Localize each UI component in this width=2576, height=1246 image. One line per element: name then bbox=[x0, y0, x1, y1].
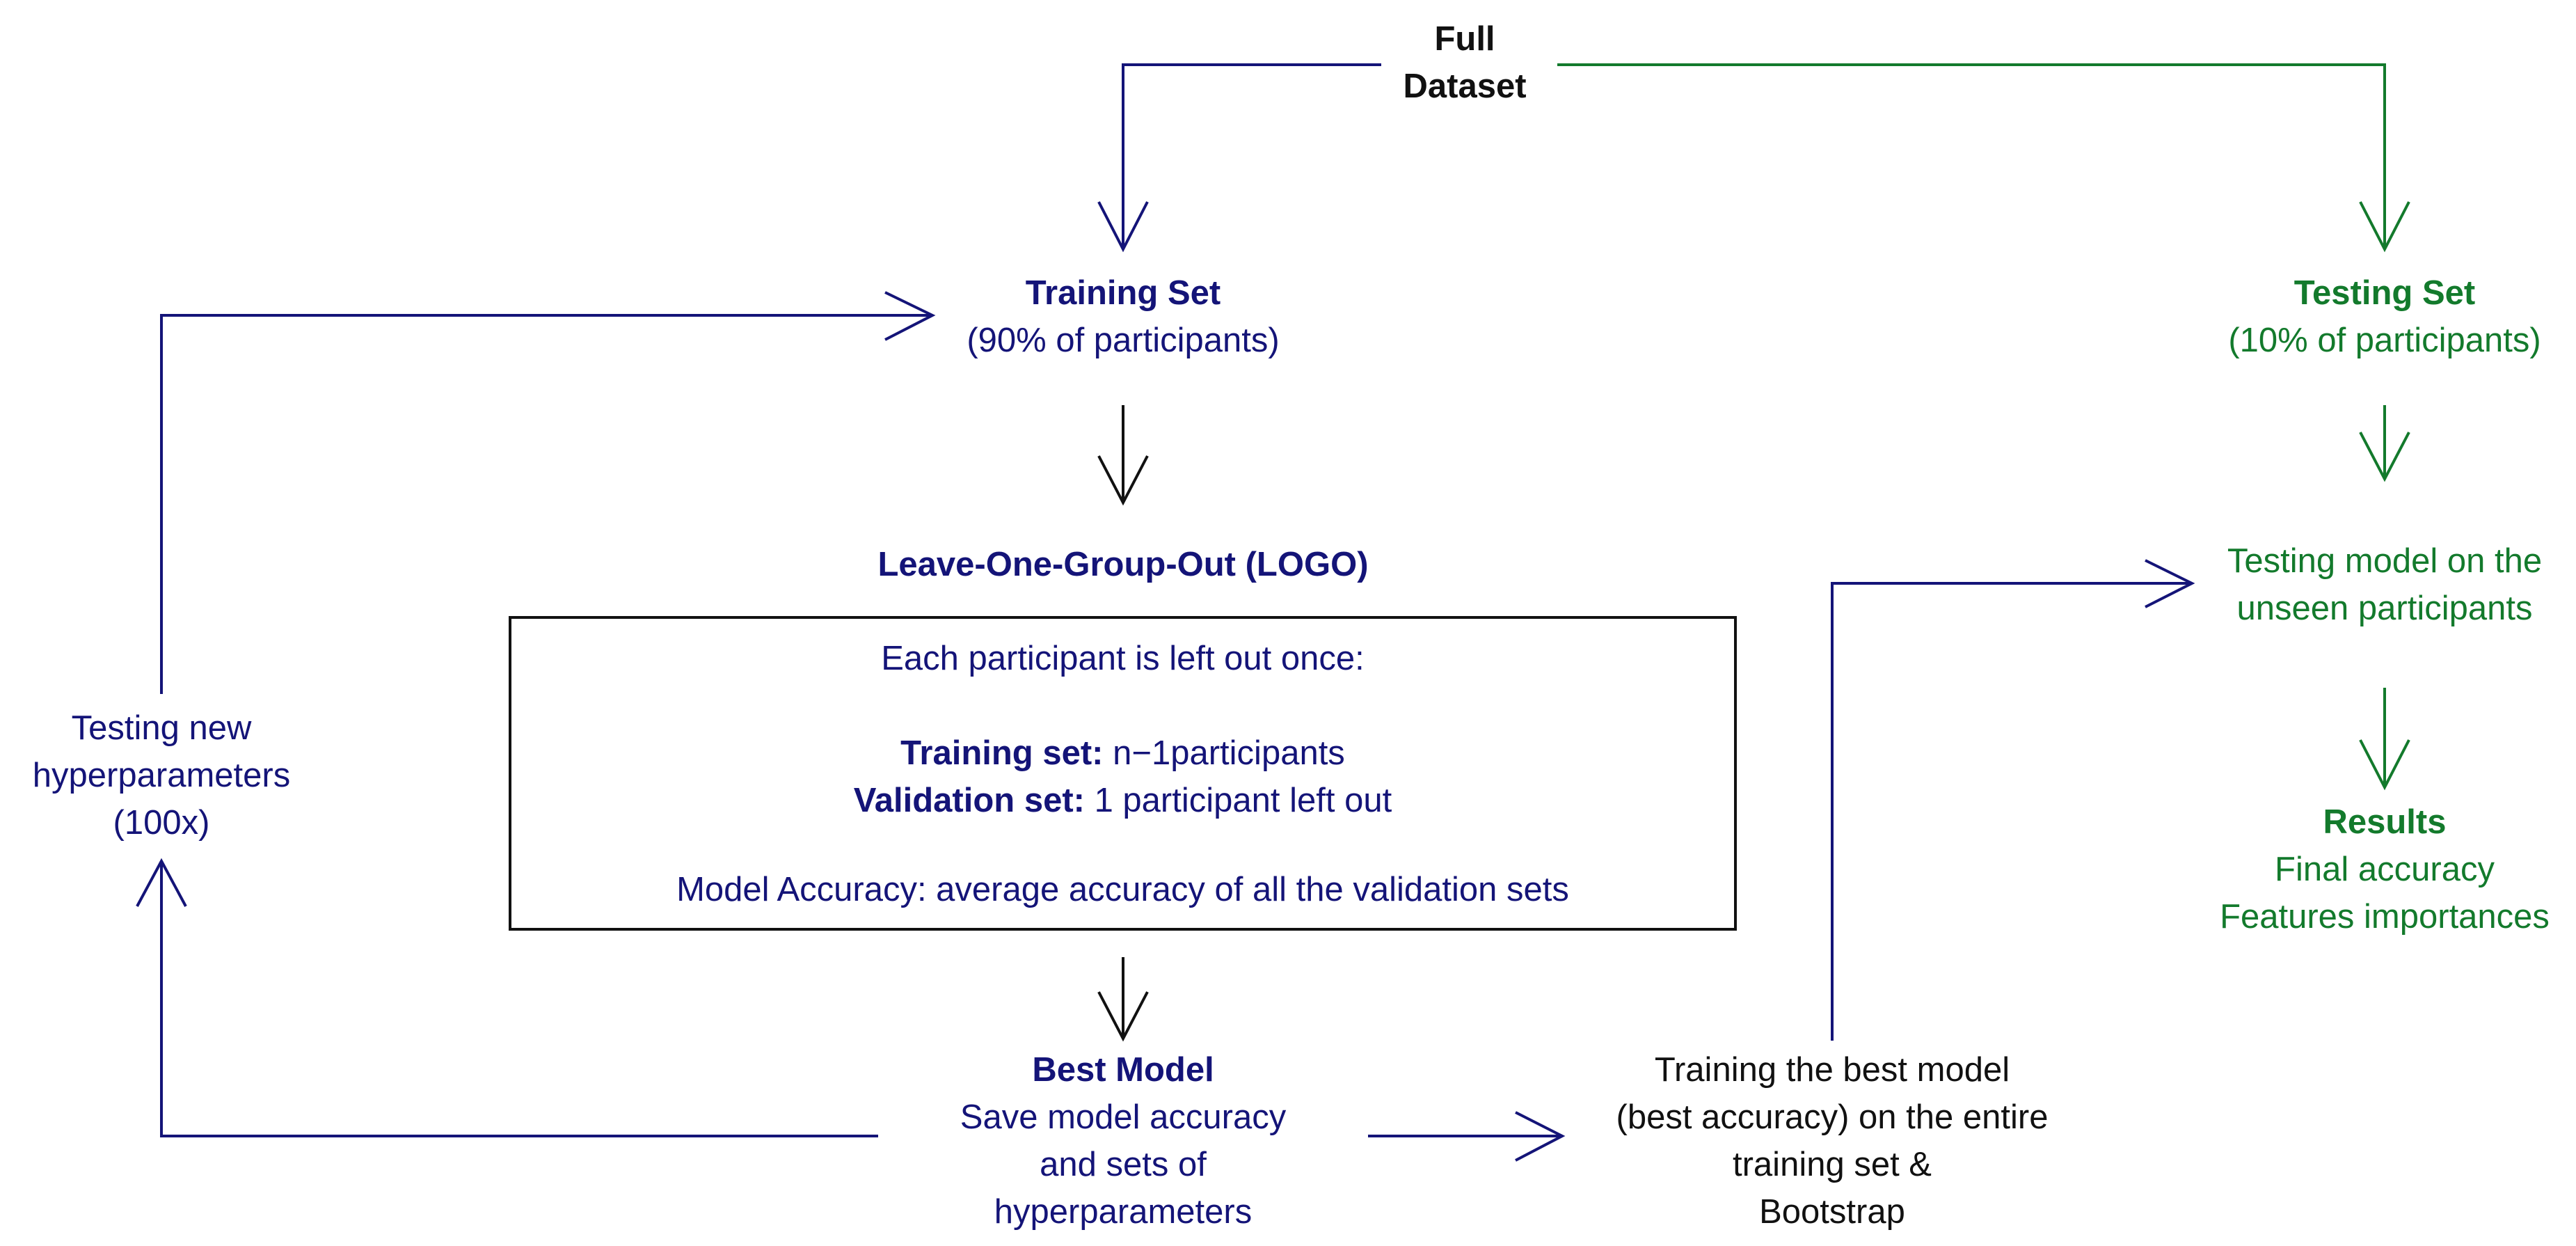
logo-intro: Each participant is left out once: bbox=[881, 640, 1365, 677]
train-best-line2: (best accuracy) on the entire bbox=[1616, 1098, 2049, 1136]
node-train-best-model: Training the best model (best accuracy) … bbox=[1554, 1046, 2110, 1236]
node-results: Results Final accuracy Features importan… bbox=[2176, 798, 2576, 940]
training-set-subtitle: (90% of participants) bbox=[967, 322, 1280, 359]
arrowhead-best-to-trainbest bbox=[1515, 1111, 1566, 1162]
arrowhead-training-to-logo bbox=[1097, 455, 1149, 506]
train-best-line4: Bootstrap bbox=[1759, 1193, 1905, 1231]
best-model-line3: hyperparameters bbox=[994, 1193, 1253, 1231]
logo-training-label: Training set: bbox=[900, 734, 1104, 772]
best-model-line2: and sets of bbox=[1040, 1146, 1207, 1183]
logo-validation-line: Validation set: 1 participant left out bbox=[509, 777, 1737, 824]
node-testing-hyperparameters: Testing new hyperparameters (100x) bbox=[0, 704, 323, 846]
testing-model-line1: Testing model on the bbox=[2227, 542, 2543, 580]
arrowhead-hyper-to-training bbox=[884, 291, 936, 341]
full-dataset-line1: Full bbox=[1434, 20, 1495, 58]
results-line1: Final accuracy bbox=[2275, 851, 2495, 888]
node-training-set: Training Set (90% of participants) bbox=[914, 269, 1332, 364]
connector-best-to-hyper bbox=[160, 863, 878, 1137]
results-title: Results bbox=[2323, 803, 2447, 841]
connector-hyper-to-training bbox=[160, 314, 932, 694]
arrowhead-best-to-hyper bbox=[136, 858, 187, 907]
testing-set-subtitle: (10% of participants) bbox=[2228, 322, 2541, 359]
training-set-title: Training Set bbox=[1025, 274, 1221, 312]
arrowhead-testmodel-to-results bbox=[2359, 739, 2410, 791]
connector-trainbest-to-testmodel bbox=[1831, 582, 2192, 1041]
logo-accuracy: Model Accuracy: average accuracy of all … bbox=[676, 871, 1569, 908]
logo-validation-label: Validation set: bbox=[853, 782, 1085, 819]
logo-training-value: n−1participants bbox=[1103, 734, 1345, 772]
arrowhead-dataset-to-training bbox=[1097, 201, 1149, 253]
arrowhead-logo-to-best bbox=[1097, 991, 1149, 1042]
node-full-dataset: Full Dataset bbox=[1360, 15, 1569, 110]
testing-model-line2: unseen participants bbox=[2236, 590, 2533, 627]
node-best-model: Best Model Save model accuracy and sets … bbox=[880, 1046, 1367, 1236]
logo-box bbox=[509, 616, 1737, 931]
connector-dataset-to-testing bbox=[1557, 63, 2386, 247]
hyper-line3: (100x) bbox=[113, 804, 210, 842]
logo-title: Leave-One-Group-Out (LOGO) bbox=[877, 546, 1369, 583]
hyper-line1: Testing new bbox=[71, 709, 252, 747]
best-model-title: Best Model bbox=[1032, 1051, 1214, 1089]
arrowhead-trainbest-to-testmodel bbox=[2145, 559, 2195, 608]
arrowhead-dataset-to-testing bbox=[2359, 201, 2410, 253]
node-logo-title: Leave-One-Group-Out (LOGO) bbox=[775, 541, 1471, 588]
logo-box-content: Each participant is left out once: Train… bbox=[509, 635, 1737, 913]
arrowhead-testingset-to-testmodel bbox=[2359, 432, 2410, 482]
logo-training-line: Training set: n−1participants bbox=[509, 730, 1737, 777]
results-line2: Features importances bbox=[2220, 898, 2550, 936]
testing-set-title: Testing Set bbox=[2293, 274, 2476, 312]
logo-validation-value: 1 participant left out bbox=[1084, 782, 1392, 819]
node-testing-model: Testing model on the unseen participants bbox=[2176, 537, 2576, 632]
best-model-line1: Save model accuracy bbox=[960, 1098, 1287, 1136]
hyper-line2: hyperparameters bbox=[32, 757, 291, 794]
connector-dataset-to-training bbox=[1122, 63, 1381, 247]
train-best-line3: training set & bbox=[1733, 1146, 1932, 1183]
full-dataset-line2: Dataset bbox=[1403, 68, 1527, 105]
train-best-line1: Training the best model bbox=[1654, 1051, 2010, 1089]
node-testing-set: Testing Set (10% of participants) bbox=[2176, 269, 2576, 364]
